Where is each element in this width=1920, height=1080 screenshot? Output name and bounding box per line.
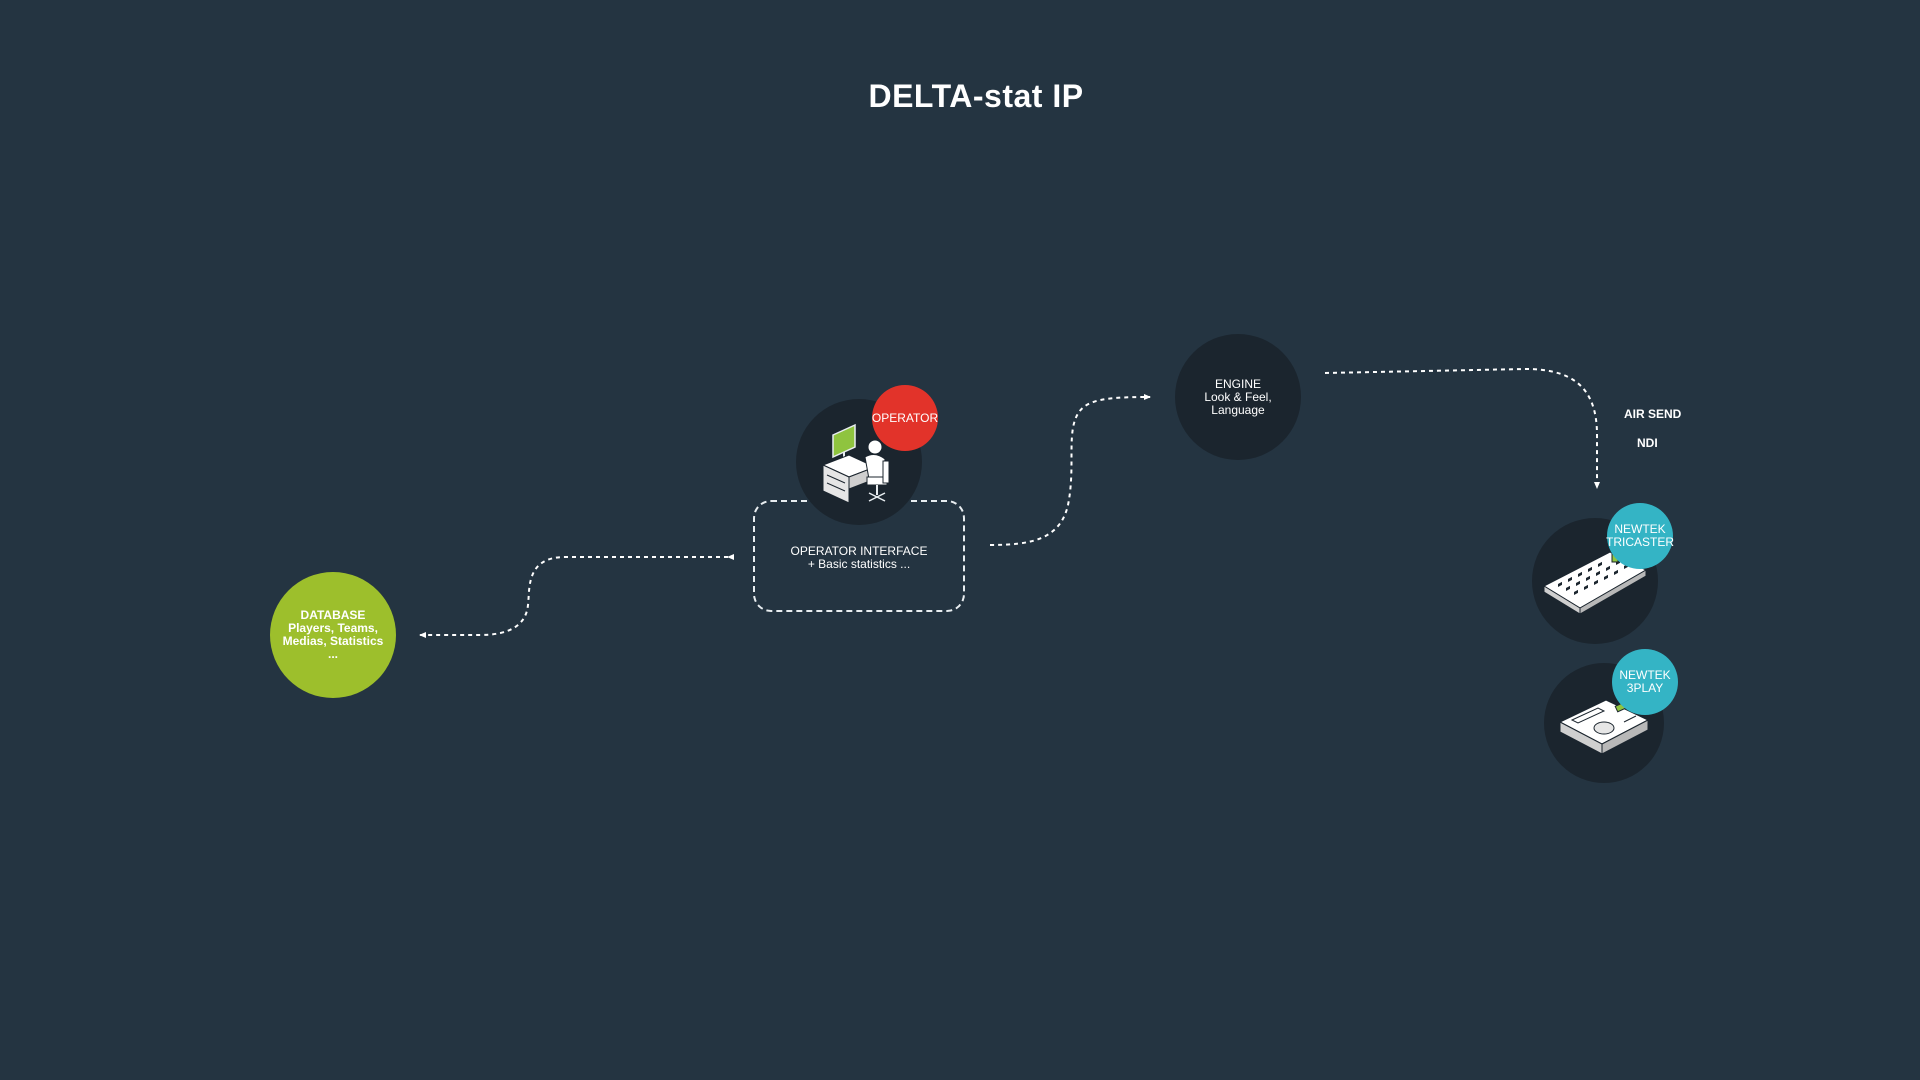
- operator-badge: OPERATOR: [872, 385, 938, 451]
- air-send-label: AIR SEND: [1624, 407, 1682, 421]
- engine-label-3: Language: [1211, 402, 1265, 417]
- operator-interface-label-1: OPERATOR INTERFACE: [790, 544, 928, 558]
- database-label-3: Medias, Statistics: [282, 634, 384, 648]
- connector-interface-database: [419, 554, 734, 638]
- threeplay-label-1: NEWTEK: [1619, 668, 1671, 682]
- threeplay-label-2: 3PLAY: [1626, 681, 1664, 695]
- threeplay-badge: NEWTEK 3PLAY: [1612, 649, 1678, 715]
- operator-badge-label: OPERATOR: [871, 410, 939, 425]
- engine-label-1: ENGINE: [1214, 376, 1261, 391]
- engine-node: ENGINE Look & Feel, Language: [1175, 334, 1301, 460]
- database-label-2: Players, Teams,: [288, 621, 378, 635]
- ndi-label: NDI: [1637, 436, 1658, 450]
- database-label-4: ...: [327, 647, 338, 661]
- replay-controller-icon: [1558, 699, 1650, 755]
- database-node: DATABASE Players, Teams, Medias, Statist…: [270, 572, 396, 698]
- tricaster-badge: NEWTEK TRICASTER: [1606, 503, 1675, 569]
- operator-interface-label-2: + Basic statistics ...: [807, 557, 911, 571]
- connector-interface-engine: [989, 394, 1151, 546]
- connector-engine-tricaster: [1324, 367, 1600, 489]
- page-title: DELTA-stat IP: [868, 78, 1084, 114]
- database-label-1: DATABASE: [300, 608, 366, 622]
- engine-label-2: Look & Feel,: [1204, 389, 1272, 404]
- operator-desk-icon: [821, 423, 890, 504]
- tricaster-label-2: TRICASTER: [1606, 535, 1675, 549]
- tricaster-label-1: NEWTEK: [1614, 522, 1666, 536]
